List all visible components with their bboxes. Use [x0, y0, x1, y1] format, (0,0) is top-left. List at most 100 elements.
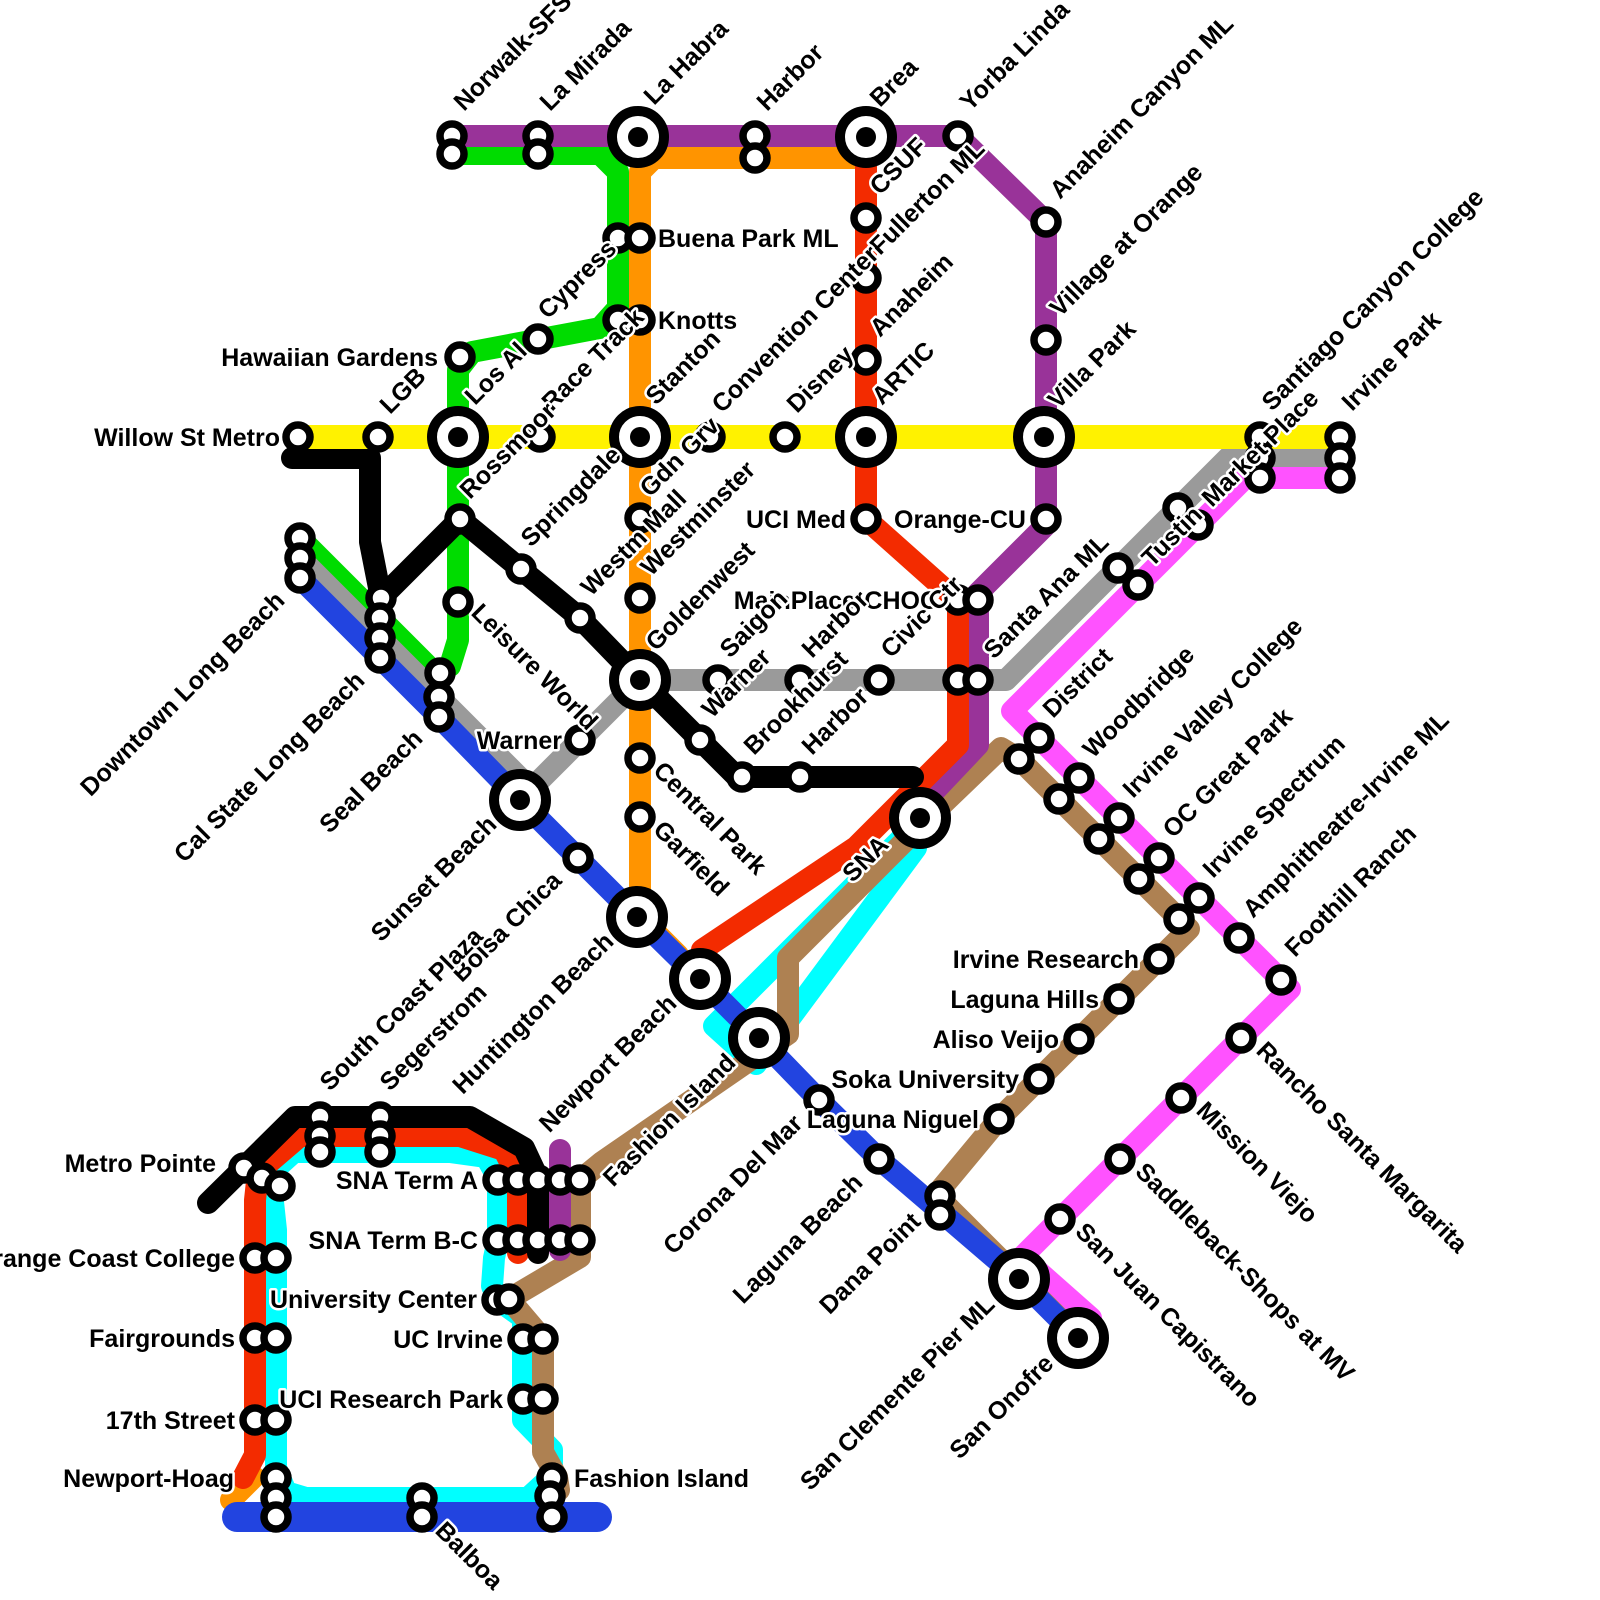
station-garfield: [624, 801, 656, 833]
station-label-artic-2: ARTIC: [866, 336, 940, 410]
station-sna: [889, 787, 951, 849]
station-laguna-hills: [1103, 983, 1135, 1015]
station-oc-great-park-2: [1143, 842, 1175, 874]
station-gdn-grv: [624, 502, 656, 534]
station-district-2: [1023, 722, 1055, 754]
station-label-aliso-veijo-2: Aliso Veijo: [933, 1026, 1059, 1054]
station-irvine-spectrum: [1163, 903, 1195, 935]
station-label-anaheim-canyon-ml-2: Anaheim Canyon ML: [1044, 10, 1239, 205]
station-lgb: [362, 421, 394, 453]
station-irvine-valley-college-2: [1103, 802, 1135, 834]
station-amphitheatre-irvine-ml: [1223, 922, 1255, 954]
station-woodbridge-2: [1063, 762, 1095, 794]
station-mainplace-choc-2: [962, 584, 994, 616]
station-university-center-2: [493, 1283, 525, 1315]
station-fashion-island-3: [536, 1501, 568, 1533]
station-brea: [835, 106, 897, 168]
station-aliso-veijo: [1063, 1023, 1095, 1055]
station-balboa-2: [406, 1501, 438, 1533]
station-san-clemente-pier-ml: [988, 1248, 1050, 1310]
station-label-la-habra-2: La Habra: [638, 14, 734, 110]
station-race-track: [524, 421, 556, 453]
station-label-brea-2: Brea: [864, 52, 924, 112]
station-label-laguna-niguel-2: Laguna Niguel: [807, 1106, 979, 1134]
station-harbor-2: [739, 142, 771, 174]
station-buena-park-ml-2: [624, 222, 656, 254]
station-south-coast-plaza-3: [304, 1136, 336, 1168]
station-label-metro-pointe-4: Metro Pointe: [65, 1150, 216, 1178]
station-corona-del-mar: [803, 1084, 835, 1116]
station-artic: [835, 406, 897, 468]
station-la-habra: [607, 106, 669, 168]
station-uci-med: [850, 503, 882, 535]
station-harbor-3: [784, 664, 816, 696]
station-anaheim: [850, 344, 882, 376]
station-san-onofre: [1047, 1307, 1109, 1369]
station-santiago-canyon-college-3: [1244, 462, 1276, 494]
station-springdale: [505, 553, 537, 585]
station-fashion-island-4: [728, 1007, 790, 1069]
station-sna-term-b-c-5: [564, 1224, 596, 1256]
station-orange-coast-college-2: [260, 1242, 292, 1274]
station-label-san-clemente-pier-ml-2: San Clemente Pier ML: [795, 1290, 1000, 1495]
station-orange-cu: [1030, 503, 1062, 535]
station-laguna-beach: [863, 1143, 895, 1175]
station-norwalk-sfs-ml-2: [436, 138, 468, 170]
station-label-fairgrounds-3: Fairgrounds: [89, 1325, 235, 1353]
station-label-rancho-santa-margarita-2: Rancho Santa Margarita: [1251, 1036, 1474, 1259]
station-label-buena-park-ml-3: Buena Park ML: [658, 225, 839, 253]
station-disney: [769, 421, 801, 453]
station-soka-university: [1023, 1063, 1055, 1095]
station-foothill-ranch: [1265, 964, 1297, 996]
station-label-sunset-beach-2: Sunset Beach: [366, 810, 503, 947]
station-district: [1003, 743, 1035, 775]
station-label-orange-cu-2: Orange-CU: [894, 506, 1026, 534]
station-sunset-beach: [489, 769, 551, 831]
station-market-place-2: [1182, 509, 1214, 541]
station-warner-2: [684, 724, 716, 756]
station-irvine-valley-college: [1083, 823, 1115, 855]
station-tustin-2: [1122, 569, 1154, 601]
station-metro-pointe-3: [264, 1170, 296, 1202]
station-label-irvine-spectrum-3: Irvine Spectrum: [1197, 730, 1350, 883]
station-uc-irvine-2: [527, 1323, 559, 1355]
station-harbor-4: [784, 761, 816, 793]
station-la-mirada-2: [522, 138, 554, 170]
station-fairgrounds-2: [260, 1322, 292, 1354]
station-anaheim-canyon-ml: [1030, 206, 1062, 238]
station-warner: [564, 724, 596, 756]
station-label-harbor-5: Harbor: [751, 38, 829, 116]
station-label-17th-street-3: 17th Street: [106, 1407, 236, 1435]
station-label-irvine-research-2: Irvine Research: [953, 946, 1139, 974]
station-santa-ana-ml-2: [962, 664, 994, 696]
station-civic-ctr: [863, 664, 895, 696]
station-label-disney-2: Disney: [781, 340, 859, 418]
station-label-saddleback-shops-at-mv-2: Saddleback-Shops at MV: [1130, 1157, 1360, 1387]
station-label-mainplace-choc-3: MainPlace-CHOC: [734, 587, 938, 615]
station-irvine-spectrum-2: [1183, 882, 1215, 914]
station-label-springdale-2: Springdale: [515, 441, 626, 552]
station-label-university-center-3: University Center: [270, 1286, 477, 1314]
station-downtown-long-beach-3: [284, 562, 316, 594]
station-label-willow-st-metro-2: Willow St Metro: [94, 424, 280, 452]
station-label-uci-med-2: UCI Med: [746, 506, 846, 534]
station-cypress: [522, 323, 554, 355]
station-bolsa-chica: [562, 842, 594, 874]
station-tustin: [1102, 552, 1134, 584]
station-westm-mall: [564, 602, 596, 634]
station-label-san-onofre-2: San Onofre: [944, 1349, 1059, 1464]
station-label-laguna-hills-2: Laguna Hills: [950, 986, 1099, 1014]
station-label-soka-university-2: Soka University: [831, 1066, 1019, 1094]
station-hawaiian-gardens: [444, 341, 476, 373]
station-leisure-world: [442, 586, 474, 618]
station-convention-center: [694, 421, 726, 453]
station-cal-state-long-beach-4: [364, 642, 396, 674]
station-villa-park: [1013, 406, 1075, 468]
station-rancho-santa-margarita: [1225, 1022, 1257, 1054]
station-label-orange-coast-college-3: Orange Coast College: [0, 1245, 235, 1273]
station-label-knotts-3: Knotts: [658, 307, 737, 335]
station-newport-beach: [669, 948, 731, 1010]
station-rossmoor: [444, 503, 476, 535]
